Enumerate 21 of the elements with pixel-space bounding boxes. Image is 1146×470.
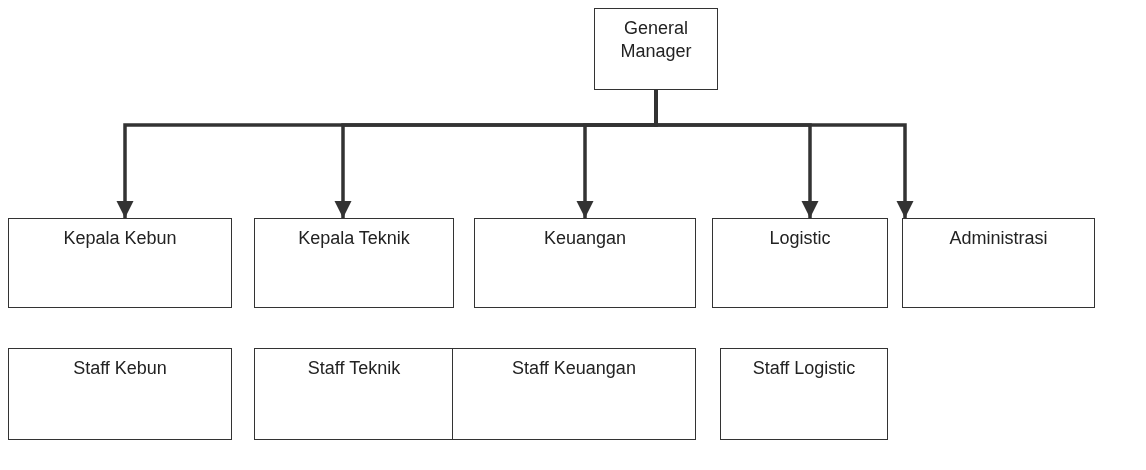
role-title: General Manager — [619, 17, 693, 62]
org-box — [594, 8, 718, 90]
role-title: Logistic — [768, 227, 832, 250]
role-title: Administrasi — [948, 227, 1049, 250]
org-box — [452, 348, 696, 440]
role-title: Staff Keuangan — [511, 357, 637, 380]
org-box — [474, 218, 696, 308]
org-box — [8, 218, 232, 308]
role-title: Kepala Teknik — [297, 227, 411, 250]
arrow — [654, 90, 914, 218]
role-title: Staff Logistic — [751, 357, 857, 380]
org-box — [902, 218, 1095, 308]
org-box — [254, 348, 454, 440]
role-title: Keuangan — [542, 227, 628, 250]
org-box — [254, 218, 454, 308]
org-box — [712, 218, 888, 308]
role-title: Kepala Kebun — [62, 227, 178, 250]
org-box — [8, 348, 232, 440]
role-title: Staff Kebun — [72, 357, 168, 380]
role-title: Staff Teknik — [306, 357, 402, 380]
org-box — [720, 348, 888, 440]
